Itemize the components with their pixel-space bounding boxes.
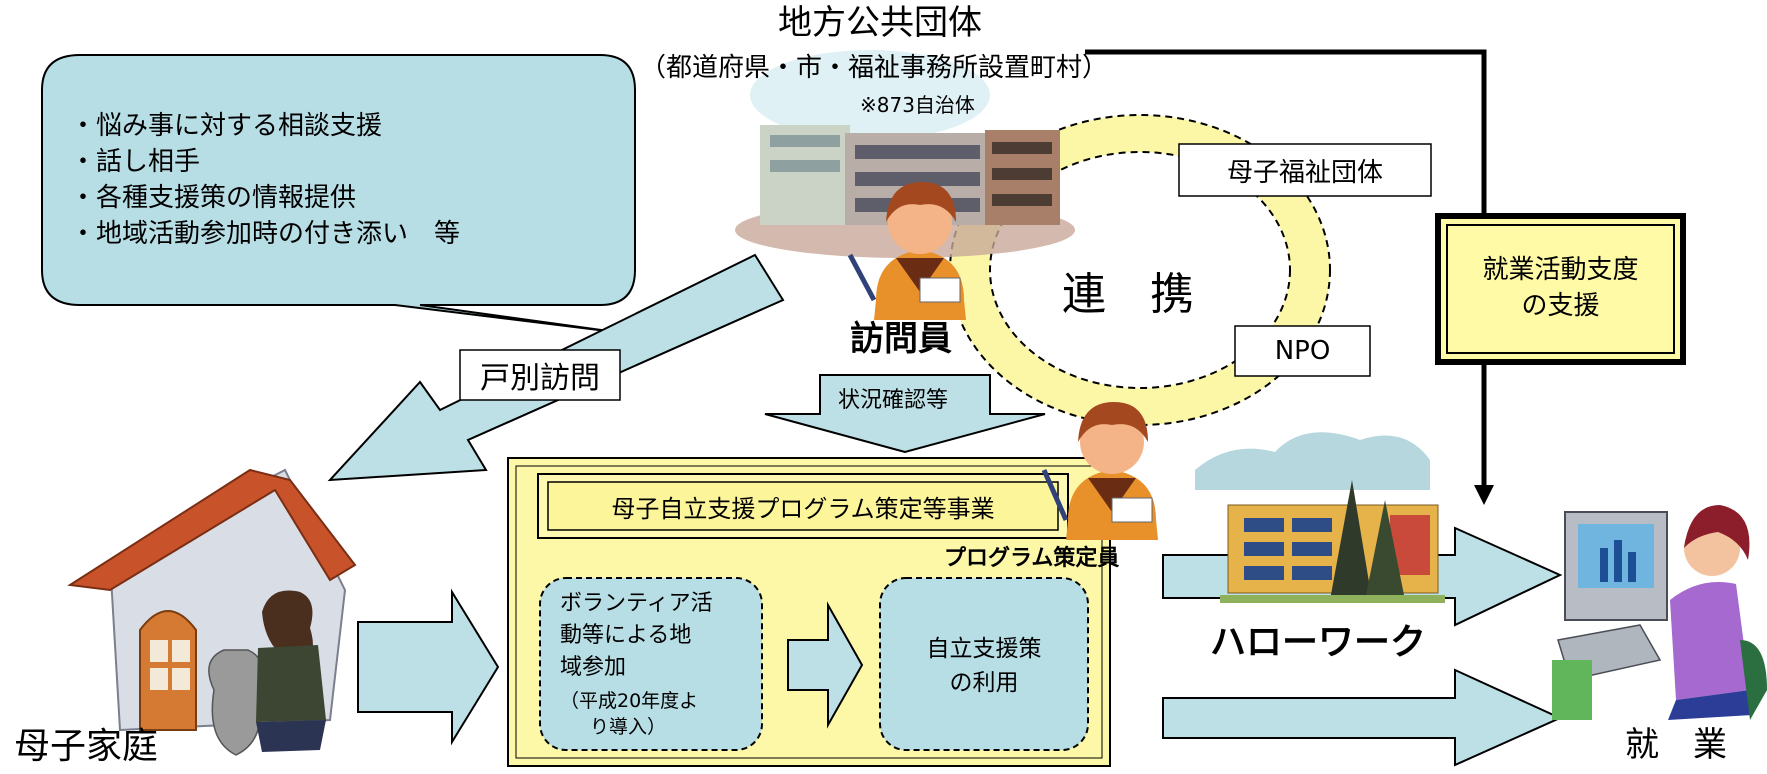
hellowork-building-illustration [1195, 432, 1445, 603]
program-box-inner-border [515, 465, 1103, 759]
npo-box [1234, 325, 1371, 377]
visitor-figure [847, 182, 966, 320]
npo-label: NPO [1274, 336, 1331, 366]
support-line: の利用 [949, 670, 1019, 696]
volunteer-box-shape [539, 577, 763, 751]
volunteer-line: ボランティア活 [560, 591, 713, 616]
status-check-arrow [764, 374, 1046, 454]
program-to-employment-arrow [1162, 668, 1563, 767]
employment-support-line: の支援 [1521, 291, 1600, 321]
employment-support-label: 就業活動支度 の支援 [1447, 252, 1674, 324]
house-illustration [67, 468, 357, 756]
support-line: 自立支援策 [926, 636, 1042, 662]
status-check-label: 状況確認等 [838, 388, 949, 413]
planner-label: プログラム策定員 [944, 546, 1120, 571]
hellowork-label: ハローワーク [1210, 622, 1427, 663]
volunteer-note: （平成20年度よ [560, 690, 699, 712]
volunteer-note: り導入） [590, 716, 667, 738]
connector-arrowhead [1474, 485, 1494, 505]
bubble-item: ・各種支援策の情報提供 [70, 183, 357, 213]
visit-label-box [459, 349, 621, 401]
visitor-label: 訪問員 [850, 319, 952, 359]
bubble-text: ・悩み事に対する相談支援 ・話し相手 ・各種支援策の情報提供 ・地域活動参加時の… [70, 108, 460, 252]
connector-line [1085, 49, 1487, 216]
volunteer-line: 域参加 [560, 655, 627, 680]
org-subtitle: （都道府県・市・福祉事務所設置町村） [640, 53, 1109, 83]
home-to-program-arrow [357, 588, 500, 746]
program-title: 母子自立支援プログラム策定等事業 [611, 494, 995, 523]
planner-figure [1041, 402, 1158, 540]
org-title: 地方公共団体 [778, 3, 982, 43]
shugyo-label: 就 業 [1625, 725, 1727, 765]
employment-support-box-inner [1446, 224, 1675, 354]
bubble-item: ・地域活動参加時の付き添い 等 [70, 219, 461, 249]
inner-arrow [787, 601, 864, 729]
volunteer-box: ボランティア活 動等による地 域参加 （平成20年度よ り導入） [560, 588, 750, 740]
support-box-shape [879, 577, 1089, 751]
office-worker-illustration [1552, 505, 1767, 720]
bubble-item: ・悩み事に対する相談支援 [70, 111, 383, 141]
support-box: 自立支援策 の利用 [880, 632, 1088, 700]
renkei-label: 連 携 [1062, 269, 1194, 320]
boshi-katei-label: 母子家庭 [14, 726, 159, 767]
cloud-shape [750, 50, 990, 140]
org-note: ※873自治体 [860, 93, 975, 117]
boshi-fukushi-label: 母子福祉団体 [1226, 157, 1383, 188]
employment-support-box [1435, 213, 1686, 365]
boshi-fukushi-box [1178, 143, 1432, 197]
program-title-plaque [537, 473, 1069, 539]
volunteer-line: 動等による地 [560, 623, 692, 648]
employment-support-line: 就業活動支度 [1482, 255, 1639, 285]
visit-label: 戸別訪問 [480, 361, 600, 396]
bubble-item: ・話し相手 [70, 147, 201, 177]
speech-bubble [41, 54, 636, 334]
